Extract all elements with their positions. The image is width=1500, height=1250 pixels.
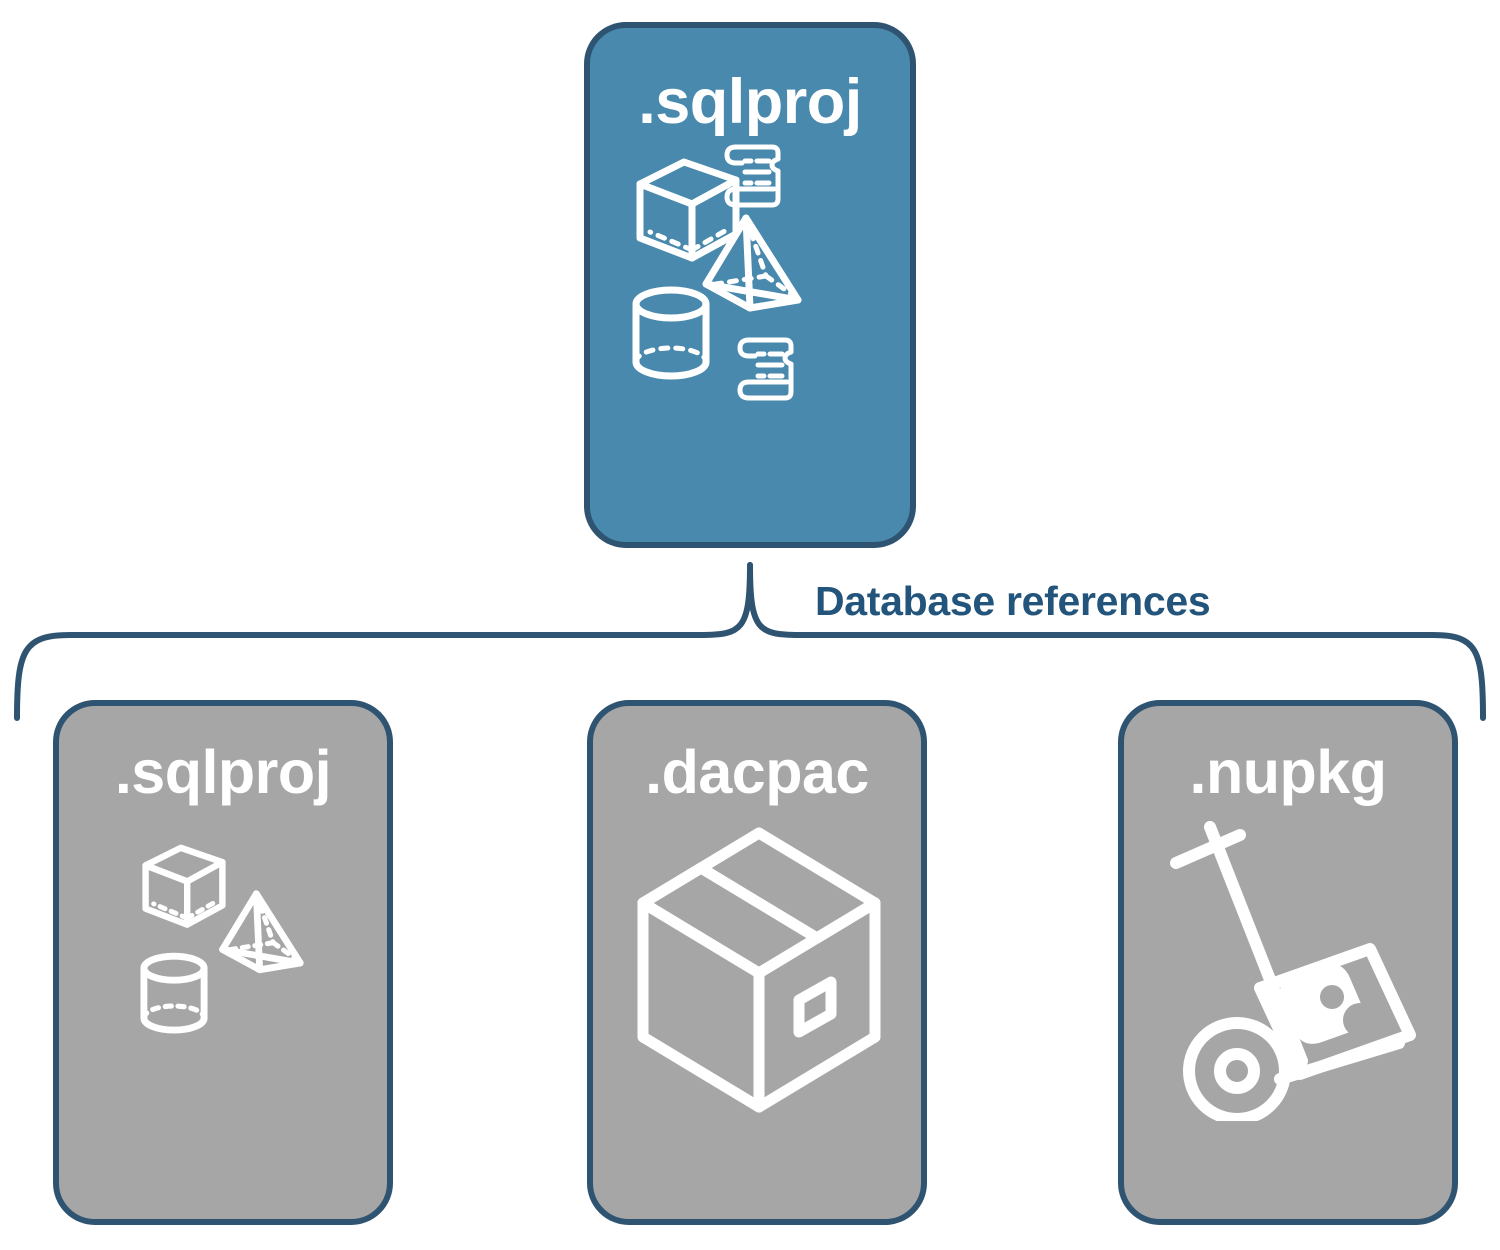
card-sqlproj-reference-label: .sqlproj <box>114 738 332 806</box>
card-dacpac[interactable]: .dacpac <box>587 700 927 1225</box>
cylinder-icon <box>140 952 208 1034</box>
card-dacpac-label: .dacpac <box>645 738 869 806</box>
card-sqlproj-root-label: .sqlproj <box>638 67 862 137</box>
pyramid-icon <box>219 890 304 974</box>
card-sqlproj-root-icons <box>590 134 910 542</box>
hand-truck-icon <box>1170 821 1416 1121</box>
card-nupkg-label: .nupkg <box>1189 738 1387 806</box>
shipping-box-icon <box>637 827 881 1113</box>
database-references-label: Database references <box>815 578 1211 624</box>
card-dacpac-icons <box>593 803 921 1219</box>
scroll-icon <box>724 144 781 208</box>
card-nupkg[interactable]: .nupkg <box>1118 700 1458 1225</box>
cylinder-icon <box>632 286 710 380</box>
card-sqlproj-reference-icons <box>59 803 387 1219</box>
cube-icon <box>142 844 226 928</box>
box-label-icon <box>793 976 837 1038</box>
card-sqlproj-reference[interactable]: .sqlproj <box>53 700 393 1225</box>
nuget-package-icon <box>1254 943 1416 1080</box>
pyramid-icon <box>702 214 802 312</box>
card-nupkg-icons <box>1124 803 1452 1219</box>
scroll-icon <box>737 337 794 401</box>
card-sqlproj-root[interactable]: .sqlproj <box>584 22 916 548</box>
